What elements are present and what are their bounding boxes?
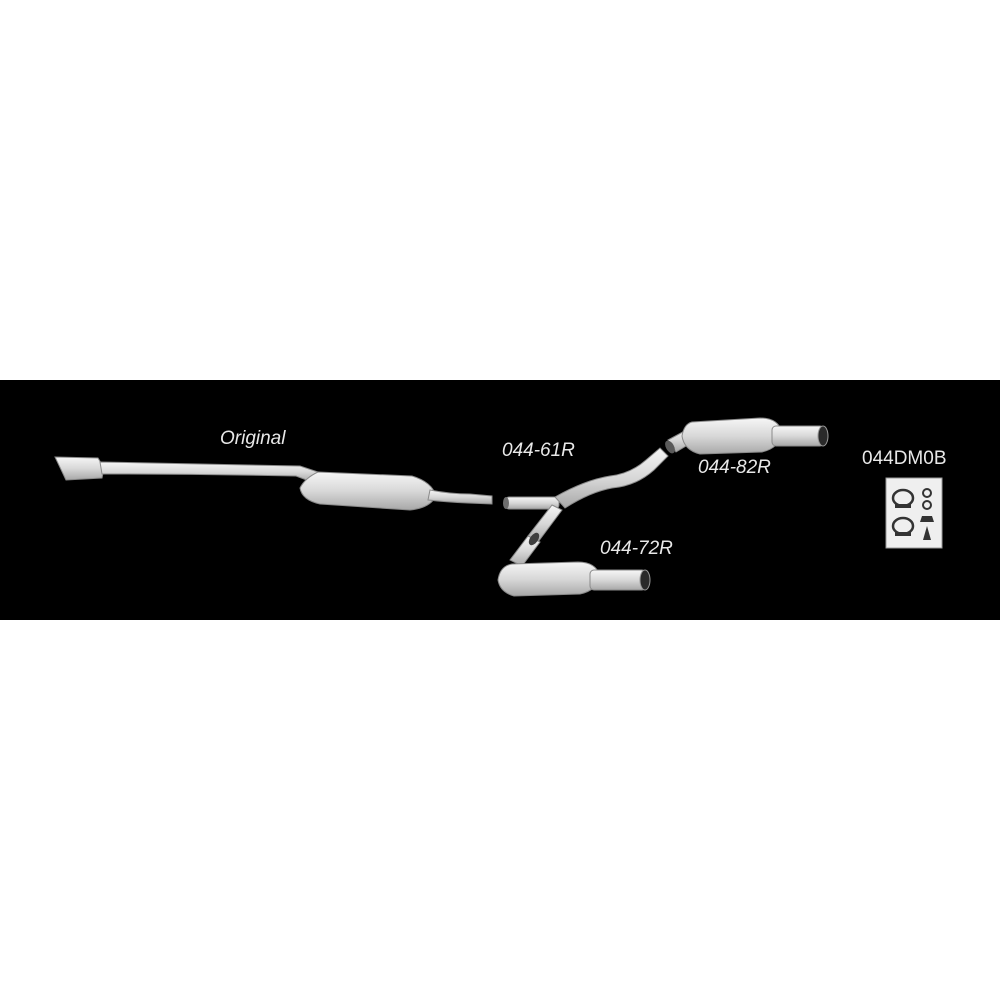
screw-icon — [923, 526, 931, 540]
mounting-kit-044dm0b — [885, 477, 943, 549]
rear-silencer-044-82r — [665, 417, 829, 455]
upper-silencer-tailpipe-end — [817, 425, 829, 447]
original-muffler — [299, 471, 437, 511]
lower-silencer-tailpipe-end — [639, 569, 651, 591]
y-pipe-inlet-end — [503, 497, 509, 509]
rubber-hanger-icon-1 — [922, 488, 932, 498]
upper-clamp-bolt-icon — [895, 504, 911, 508]
rubber-hanger-icon-2 — [922, 500, 932, 510]
label-mounting-kit-044dm0b: 044DM0B — [862, 448, 947, 469]
upper-silencer-inlet-end — [665, 440, 675, 454]
label-front-pipe-044-61r: 044-61R — [502, 440, 575, 461]
upper-silencer-tailpipe — [771, 425, 825, 447]
label-rear-silencer-044-72r: 044-72R — [600, 538, 673, 559]
original-front-pipe — [99, 461, 319, 483]
upper-silencer-body — [681, 417, 783, 455]
mounting-kit-box — [885, 477, 943, 549]
label-rear-silencer-044-82r: 044-82R — [698, 457, 771, 478]
lower-silencer-tailpipe — [589, 569, 647, 591]
lower-silencer-inlet-end — [528, 532, 540, 546]
rear-silencer-044-72r — [497, 532, 651, 597]
nut-icon — [920, 516, 934, 522]
label-original: Original — [220, 428, 286, 449]
original-exhaust — [54, 456, 493, 511]
original-front-flange — [54, 456, 105, 481]
y-pipe-upper-branch — [554, 447, 669, 509]
lower-silencer-body — [497, 561, 601, 597]
front-pipe-044-61r — [503, 447, 669, 543]
original-rear-pipe — [427, 489, 493, 505]
lower-clamp-bolt-icon — [895, 532, 911, 536]
